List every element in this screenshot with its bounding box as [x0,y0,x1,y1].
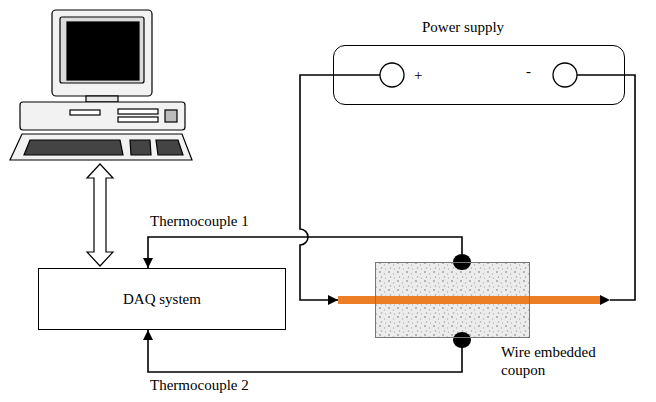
thermocouple-bead [453,332,471,348]
thermocouple-label: Thermocouple 2 [148,377,251,394]
node-label: - [526,62,542,80]
terminal-plus [380,63,404,87]
node-label: DAQ system [123,290,201,308]
arrowhead [600,295,610,305]
connector [143,330,462,372]
daq-box: DAQ system [38,268,286,330]
connector [577,75,635,305]
connector [143,237,462,268]
computer-illustration [10,10,192,160]
terminal-minus [553,63,577,87]
arrowhead [328,295,338,305]
data-link-arrow [87,164,113,266]
power-supply-box: Power supply+- [333,45,625,105]
node-label: Wire embedded coupon [501,343,629,379]
arrowhead [143,258,153,268]
connector-line [300,75,380,300]
thermocouple-label: Thermocouple 1 [148,213,251,230]
node-label: Power supply [422,18,552,36]
arrowhead [143,330,153,340]
connector-line [148,237,462,268]
connector-line [577,75,635,300]
coupon-box: Wire embedded coupon [375,262,530,338]
node-label: + [414,66,430,84]
embedded-wire [338,296,600,304]
connector-line [148,330,462,372]
connector [300,75,380,305]
